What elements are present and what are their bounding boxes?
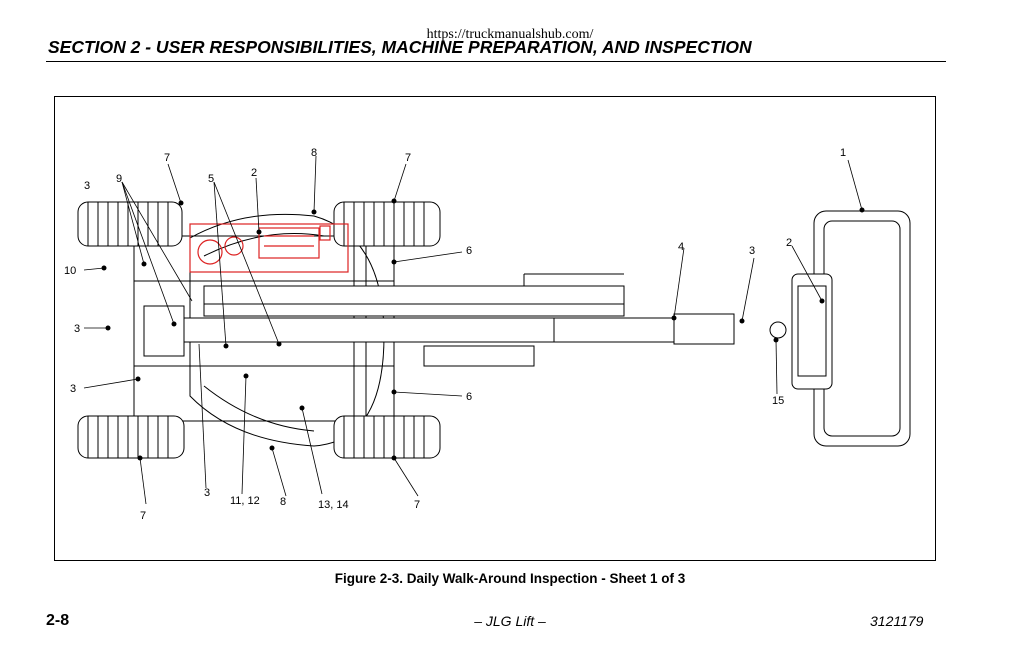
footer-brand: – JLG Lift – [474, 613, 546, 629]
callout-15: 15 [772, 395, 784, 407]
callout-8-bottom: 8 [280, 496, 286, 508]
callout-2-engine: 2 [251, 167, 257, 179]
callout-7-bottom-left: 7 [140, 510, 146, 522]
watermark-url[interactable]: https://truckmanualshub.com/ [426, 27, 594, 42]
callout-1: 1 [840, 147, 846, 159]
tire-front-left [77, 201, 183, 247]
upper-boom [203, 285, 625, 305]
figure-caption: Figure 2-3. Daily Walk-Around Inspection… [334, 571, 686, 586]
fly-boom [553, 317, 675, 343]
callout-5: 5 [208, 173, 214, 185]
jib-link [673, 313, 735, 345]
figure-frame [54, 96, 936, 561]
callout-11-12: 11, 12 [230, 495, 260, 507]
callout-6-bottom: 6 [466, 391, 472, 403]
boom-section [203, 303, 625, 317]
callout-9: 9 [116, 173, 122, 185]
callout-7-bottom-right: 7 [414, 499, 420, 511]
platform-floor [823, 220, 901, 437]
callout-3-platform: 3 [749, 245, 755, 257]
hydraulic-cylinder [423, 345, 535, 367]
callout-3-top: 3 [84, 180, 90, 192]
callout-6-top: 6 [466, 245, 472, 257]
machine-diagram: 1 2 2 3 3 3 3 3 4 5 6 6 7 7 7 7 8 8 9 10… [64, 147, 911, 522]
callout-8-top: 8 [311, 147, 317, 159]
document-number: 3121179 [870, 613, 924, 629]
tire-rear-right [333, 415, 441, 459]
header-rule [46, 61, 946, 62]
tire-front-right [333, 201, 441, 247]
callout-10: 10 [64, 265, 76, 277]
callout-2-platform: 2 [786, 237, 792, 249]
callout-4: 4 [678, 241, 684, 253]
page-number: 2-8 [46, 612, 70, 629]
section-title: SECTION 2 - USER RESPONSIBILITIES, MACHI… [48, 37, 752, 57]
callout-7-top-right: 7 [405, 152, 411, 164]
callout-3-mid: 3 [74, 323, 80, 335]
callout-3-lower: 3 [70, 383, 76, 395]
callout-3-bottom: 3 [204, 487, 210, 499]
engine-compartment [189, 223, 349, 273]
tire-rear-left [77, 415, 185, 459]
callout-13-14: 13, 14 [318, 499, 349, 511]
callout-7-top-left: 7 [164, 152, 170, 164]
boom-pivot [143, 305, 185, 357]
